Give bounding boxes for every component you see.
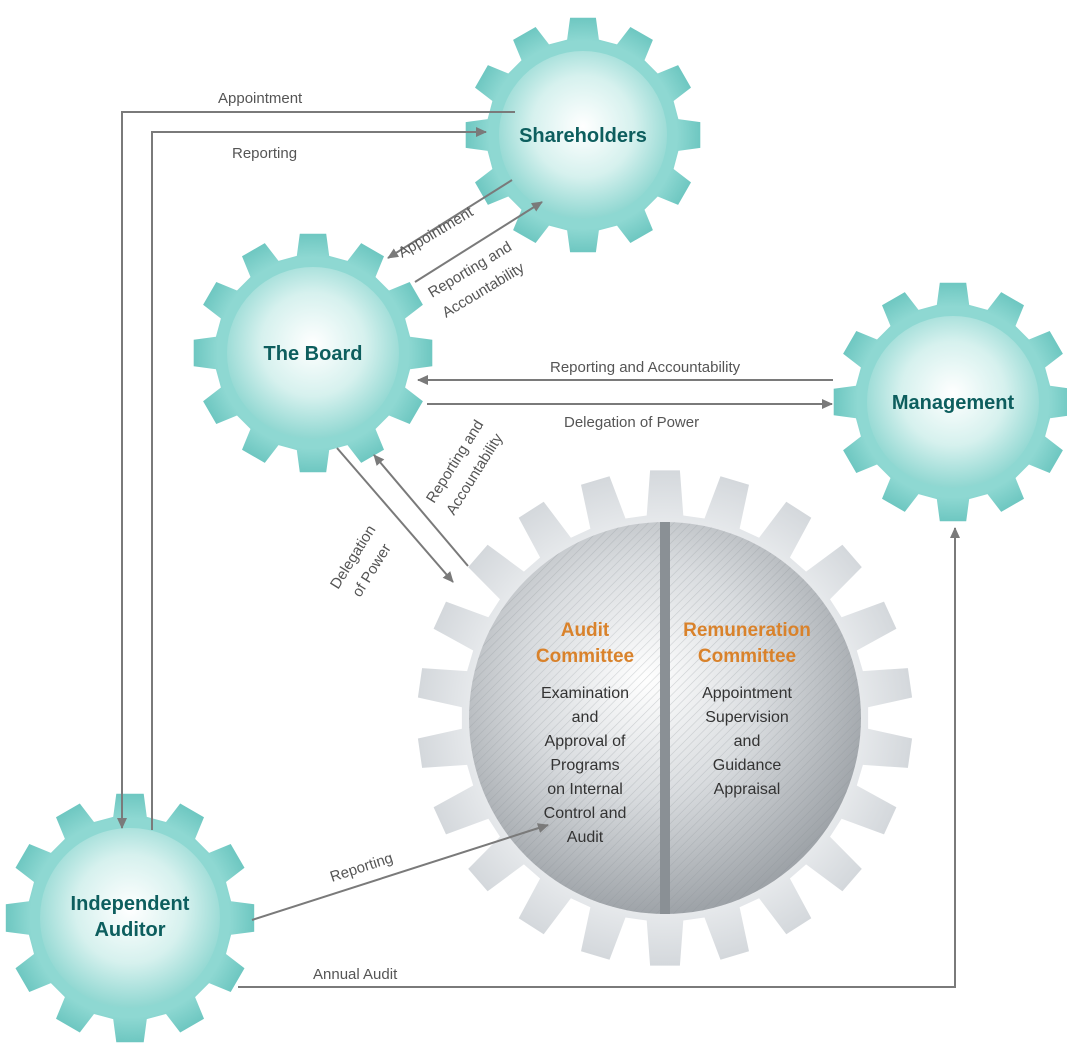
board-gear: The Board [193,233,433,473]
label-annual-audit: Annual Audit [313,966,398,983]
committee-divider [660,522,670,914]
arrow-annual-audit [238,527,960,988]
remuneration-body-line: Appraisal [714,781,781,798]
arrow-reporting-shareholders [151,127,487,830]
audit-body-line: Audit [567,829,604,846]
shareholders-gear: Shareholders [465,17,701,253]
audit-body-line: Control and [544,805,627,822]
label-appointment-auditor: Appointment [218,90,303,107]
arrow-delegation-committee [336,447,454,583]
remuneration-committee-title-1: Remuneration [683,620,811,641]
audit-body-line: on Internal [547,781,623,798]
arrow-reporting-audit-committee [251,823,549,921]
board-label: The Board [264,343,363,365]
audit-body-line: Examination [541,685,629,702]
label-reporting-management: Reporting and Accountability [550,359,741,376]
management-label: Management [892,392,1015,414]
remuneration-committee: Remuneration Committee Appointment Super… [683,620,811,798]
audit-committee-title-2: Committee [536,646,634,667]
management-gear: Management [833,282,1067,522]
committee-gear [417,470,913,966]
remuneration-body-line: Guidance [713,757,782,774]
audit-body-line: and [572,709,599,726]
remuneration-body-line: and [734,733,761,750]
auditor-label-line1: Independent [71,893,190,915]
auditor-label-line2: Auditor [94,919,165,941]
audit-body-line: Approval of [545,733,626,750]
audit-body-line: Programs [550,757,619,774]
label-appointment-board: Appointment [395,203,477,261]
audit-committee-title-1: Audit [561,620,610,641]
arrow-reporting-board [414,201,543,283]
remuneration-body-line: Supervision [705,709,789,726]
label-delegation-management: Delegation of Power [564,414,699,431]
label-reporting-shareholders: Reporting [232,145,297,162]
arrow-appointment-board [387,179,513,259]
arrow-appointment-auditor [117,111,515,829]
auditor-gear: Independent Auditor [5,793,255,1043]
arrow-reporting-committee [373,454,469,567]
remuneration-committee-title-2: Committee [698,646,796,667]
shareholders-label: Shareholders [519,125,647,147]
label-reporting-audit-committee: Reporting [328,850,395,886]
remuneration-body-line: Appointment [702,685,792,702]
audit-committee: Audit Committee Examination and Approval… [536,620,634,846]
